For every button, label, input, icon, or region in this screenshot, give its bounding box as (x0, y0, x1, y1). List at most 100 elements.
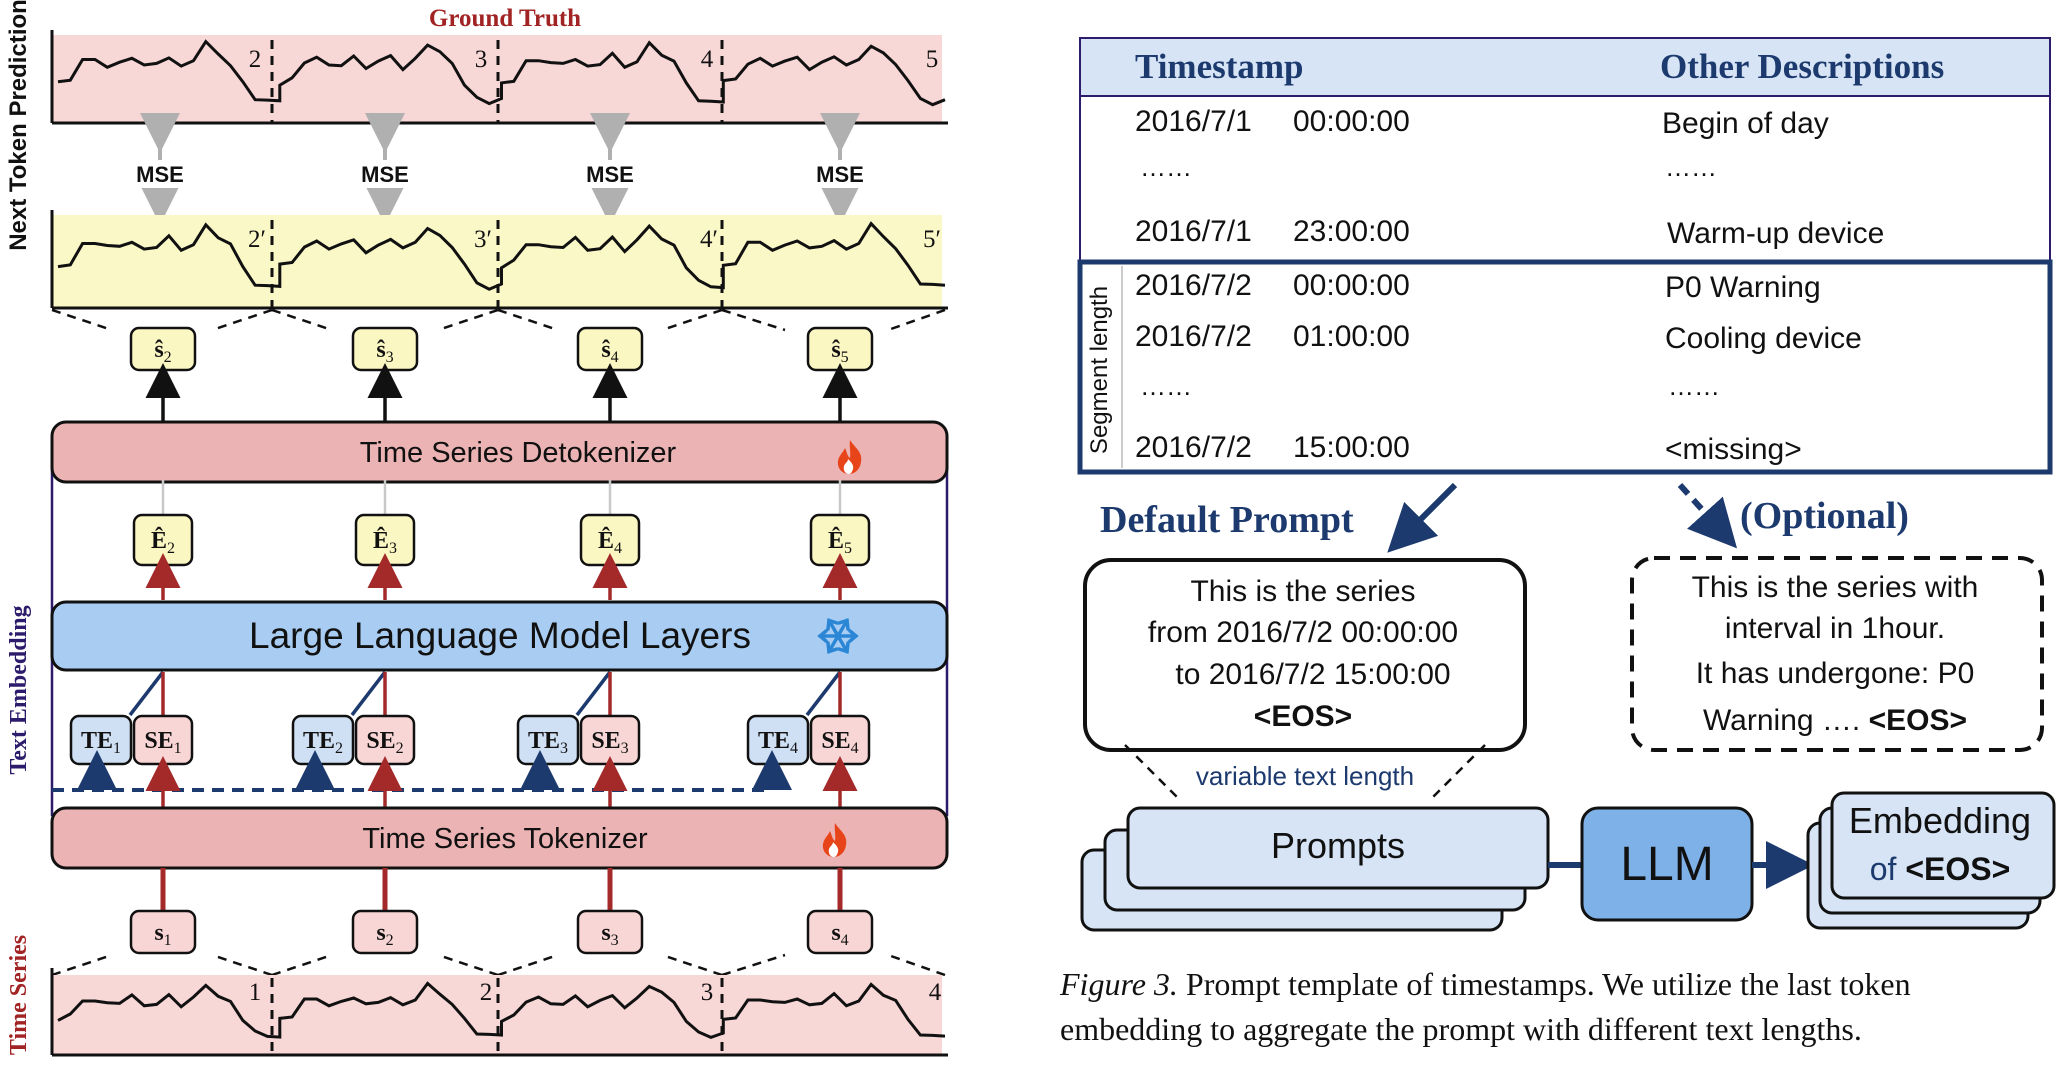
tokenizer-input-lines (160, 868, 843, 910)
mse-connectors: MSE MSE MSE MSE (130, 113, 870, 225)
text-embedding-token: TE4 (746, 714, 810, 766)
svg-text:ŝ5: ŝ5 (831, 337, 848, 366)
svg-text:SE4: SE4 (821, 728, 858, 757)
svg-text:Ê3: Ê3 (373, 527, 397, 557)
input-series-line (57, 981, 946, 1040)
series-embedding-token: SE4 (809, 714, 871, 766)
prediction-series-line (57, 221, 946, 291)
svg-text:TE3: TE3 (528, 728, 568, 757)
input-segment-label: 3 (701, 979, 714, 1006)
text-embedding-token: TE2 (291, 714, 355, 766)
table-cell-date: 2016/7/1 (1135, 215, 1252, 248)
table-cell-desc: …… (1668, 371, 1720, 401)
table-cell-time: 23:00:00 (1293, 215, 1410, 248)
table-cell-date: …… (1140, 152, 1192, 182)
timestamp-table: Timestamp Other Descriptions 2016/7/1 00… (1077, 37, 2053, 475)
gt-segment-label: 5 (926, 46, 939, 73)
detokenizer-label: Time Series Detokenizer (360, 437, 677, 469)
svg-text:TE1: TE1 (81, 728, 121, 757)
pred-segment-label: 4′ (700, 226, 718, 253)
table-cell-date: …… (1140, 371, 1192, 401)
table-cell-desc: Cooling device (1665, 322, 1862, 355)
embedding-token: Ê2 (132, 513, 194, 567)
pred-fan-lines (51, 308, 946, 332)
embedding-label-line2: of <EOS> (1870, 851, 2011, 887)
snowflake-icon (817, 618, 859, 654)
llm-layers-block: Large Language Model Layers (50, 600, 949, 672)
mse-label: MSE (816, 162, 864, 187)
svg-text:TE2: TE2 (303, 728, 343, 757)
input-segment-label: 2 (480, 979, 493, 1006)
table-cell-desc: …… (1665, 152, 1717, 182)
text-embedding-token: TE1 (69, 714, 133, 766)
default-prompt-label: Default Prompt (1100, 499, 1354, 541)
svg-text:ŝ4: ŝ4 (601, 337, 618, 366)
svg-text:ŝ3: ŝ3 (376, 337, 393, 366)
ground-truth-plot: 2 3 4 5 (50, 30, 948, 125)
table-cell-desc: Begin of day (1662, 107, 1829, 140)
table-cell-date: 2016/7/2 (1135, 320, 1252, 353)
gt-segment-label: 3 (475, 46, 488, 73)
embedding-merge-lines (128, 670, 842, 717)
prompt-arrows (1387, 482, 1738, 553)
llm-box: LLM (1580, 806, 1754, 922)
default-prompt-line: from 2016/7/2 00:00:00 (1148, 616, 1458, 649)
table-header-timestamp: Timestamp (1135, 47, 1304, 86)
figure-caption-line1: Figure 3. Prompt template of timestamps.… (1059, 966, 1911, 1002)
table-cell-time: 15:00:00 (1293, 431, 1410, 464)
input-token: s4 (806, 909, 874, 955)
llm-box-label: LLM (1620, 838, 1713, 891)
input-token-row: s1 s2 s3 s4 (129, 909, 874, 955)
optional-label: (Optional) (1740, 495, 1909, 537)
series-embedding-token: SE1 (132, 714, 194, 766)
optional-prompt-last-line: Warning …. <EOS> (1703, 704, 1967, 737)
optional-prompt-line: This is the series with (1692, 571, 1979, 604)
svg-text:s1: s1 (154, 920, 171, 949)
prompts-label: Prompts (1271, 825, 1405, 866)
svg-text:Ê2: Ê2 (151, 527, 175, 557)
pred-token-row: ŝ2 ŝ3 ŝ4 ŝ5 (129, 326, 874, 372)
svg-text:s3: s3 (601, 920, 618, 949)
optional-prompt-box: This is the series with interval in 1hou… (1630, 556, 2044, 752)
embedding-token: Ê3 (354, 513, 416, 567)
variable-text-length-label: variable text length (1196, 761, 1414, 791)
default-prompt-eos: <EOS> (1254, 700, 1352, 733)
table-header-descriptions: Other Descriptions (1660, 47, 1944, 86)
tokenizer-block: Time Series Tokenizer (50, 806, 949, 870)
figure-caption-line2: embedding to aggregate the prompt with d… (1060, 1011, 1862, 1047)
svg-text:TE4: TE4 (758, 728, 798, 757)
llm-output-arrows (145, 553, 858, 600)
te-se-token-row: TE1 SE1 TE2 SE2 TE3 SE3 TE4 SE4 (69, 714, 871, 766)
series-embedding-token: SE3 (579, 714, 641, 766)
tokenizer-output-arrows (145, 756, 858, 808)
gt-segment-label: 2 (249, 46, 262, 73)
segment-highlight-box (1077, 259, 2053, 475)
residual-lines (161, 480, 842, 520)
text-embedding-token: TE3 (516, 714, 580, 766)
input-segment-label: 1 (249, 979, 262, 1006)
ground-truth-title: Ground Truth (429, 5, 581, 32)
svg-text:s2: s2 (376, 920, 393, 949)
y-label-text-embedding: Text Embedding (6, 605, 32, 774)
table-cell-time: 00:00:00 (1293, 105, 1410, 138)
detok-output-arrows (145, 363, 858, 422)
pred-segment-label: 2′ (248, 226, 266, 253)
flame-icon (837, 440, 862, 474)
pred-segment-label: 3′ (474, 226, 492, 253)
llm-layers-label: Large Language Model Layers (249, 615, 751, 656)
svg-text:SE1: SE1 (144, 728, 181, 757)
series-embedding-token: SE2 (354, 714, 416, 766)
ground-truth-series-line (57, 39, 946, 107)
pred-token: ŝ2 (129, 326, 197, 372)
optional-prompt-line: It has undergone: P0 (1696, 657, 1975, 690)
pred-segment-label: 5′ (923, 226, 941, 253)
default-prompt-box: This is the series from 2016/7/2 00:00:0… (1083, 558, 1527, 752)
prompts-stack: Prompts (1080, 806, 1550, 932)
pred-token: ŝ3 (351, 326, 419, 372)
flame-icon (822, 823, 847, 857)
pred-token: ŝ4 (576, 326, 644, 372)
input-segment-label: 4 (929, 979, 942, 1006)
table-cell-date: 2016/7/2 (1135, 269, 1252, 302)
svg-text:ŝ2: ŝ2 (154, 337, 171, 366)
